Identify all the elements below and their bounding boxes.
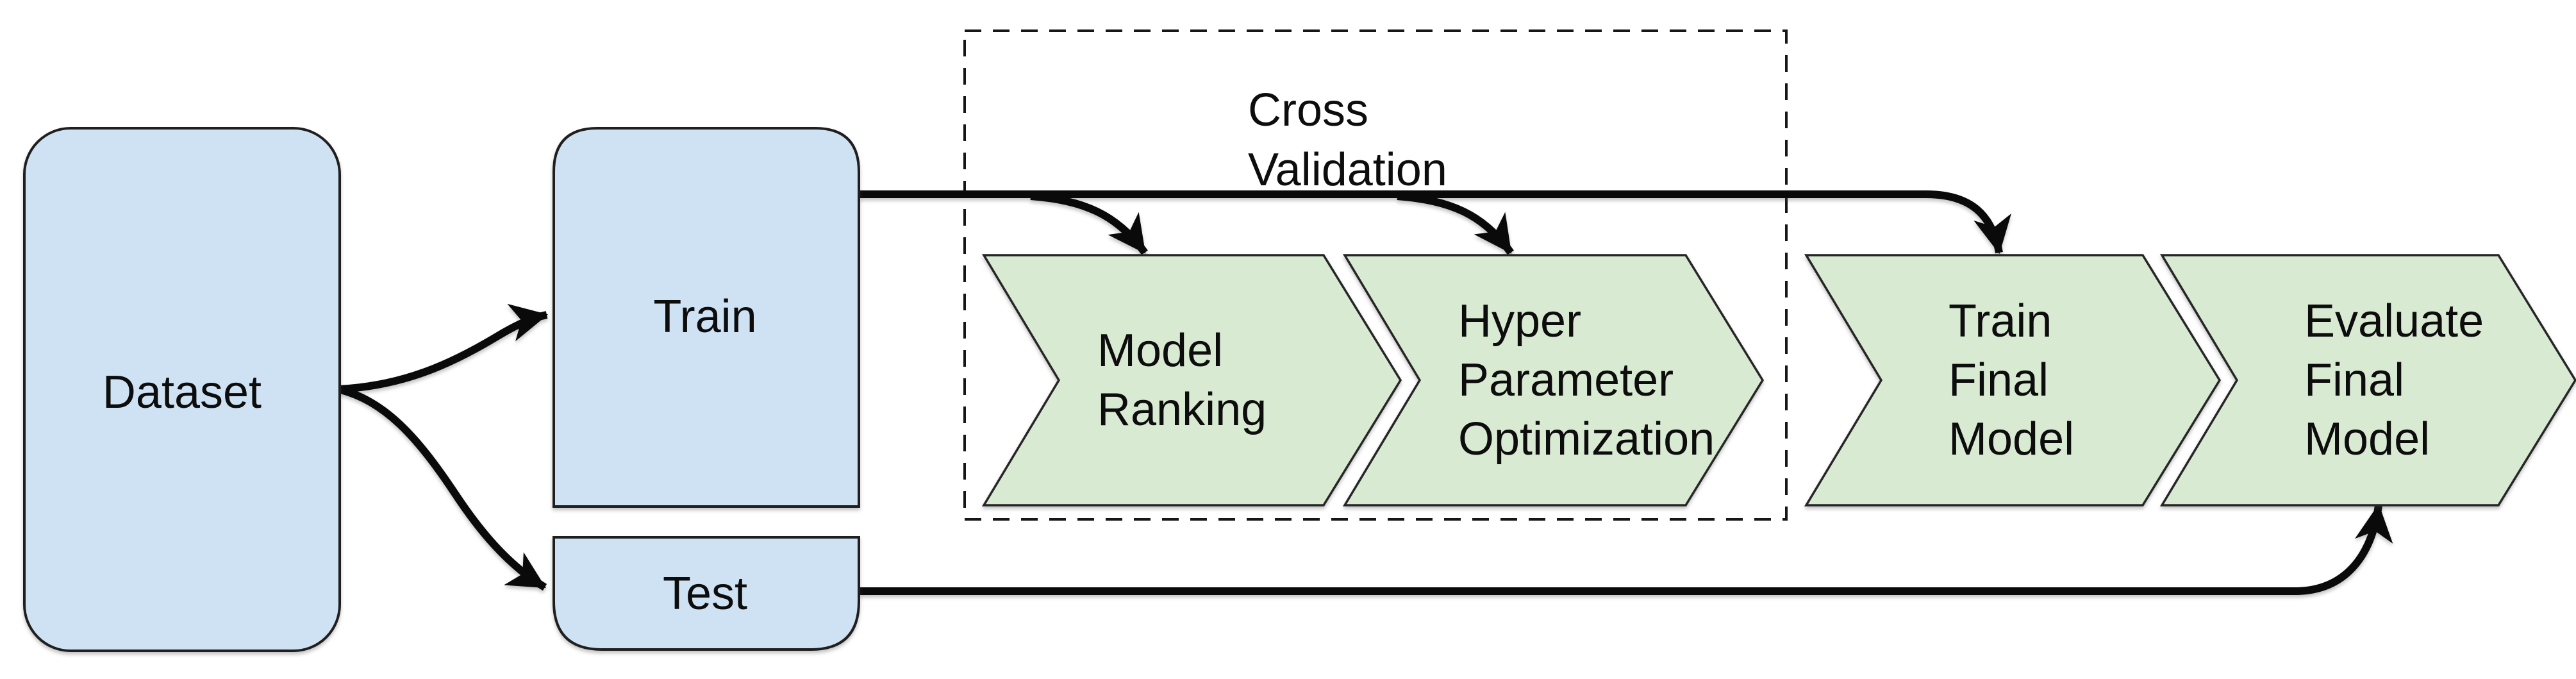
arrow-dataset-to-test [337, 385, 547, 591]
model-ranking-line2: Ranking [1097, 384, 1267, 435]
train-final-line3: Model [1949, 414, 2074, 465]
test-box [553, 536, 860, 651]
train-label: Train [653, 291, 756, 342]
cross-validation-label: Cross Validation [1248, 85, 1447, 196]
cross-validation-label-line2: Validation [1248, 144, 1447, 196]
arrow-dataset-to-train [338, 303, 549, 393]
chevron-evaluate-final-model [2159, 254, 2576, 507]
chevron-model-ranking [981, 254, 1402, 507]
test-label: Test [663, 568, 747, 619]
connector-arrows [337, 190, 2393, 595]
chevron-train-final-label: Train Final Model [1949, 296, 2074, 465]
cross-validation-label-line1: Cross [1248, 85, 1368, 136]
chevron-train-final-model [1804, 254, 2222, 507]
chevron-hyper-parameter-label: Hyper Parameter Optimization [1458, 296, 1715, 465]
arrow-test-to-evaluate-final-model [859, 503, 2393, 595]
data-boxes [23, 127, 860, 652]
arrow-train-to-train-final-model [859, 190, 2011, 255]
evaluate-final-line2: Final [2304, 355, 2404, 406]
train-final-line1: Train [1949, 296, 2052, 347]
hyper-parameter-line3: Optimization [1458, 414, 1715, 465]
dataset-box [23, 127, 341, 652]
evaluate-final-line3: Model [2304, 414, 2430, 465]
chevron-evaluate-final-label: Evaluate Final Model [2304, 296, 2484, 465]
arrow-branch-to-model-ranking [1030, 192, 1148, 255]
train-final-line2: Final [1949, 355, 2048, 406]
hyper-parameter-line1: Hyper [1458, 296, 1581, 347]
arrow-branch-to-hyper-parameter [1397, 192, 1514, 255]
chevron-hyper-parameter-optimization [1342, 254, 1765, 507]
chevron-model-ranking-label: Model Ranking [1097, 325, 1267, 435]
model-ranking-line1: Model [1097, 325, 1223, 376]
process-chevrons [981, 254, 2576, 507]
dataset-label: Dataset [103, 367, 262, 418]
train-box [553, 127, 860, 508]
cross-validation-group-border [963, 29, 1788, 521]
evaluate-final-line1: Evaluate [2304, 296, 2484, 347]
hyper-parameter-line2: Parameter [1458, 355, 1674, 406]
